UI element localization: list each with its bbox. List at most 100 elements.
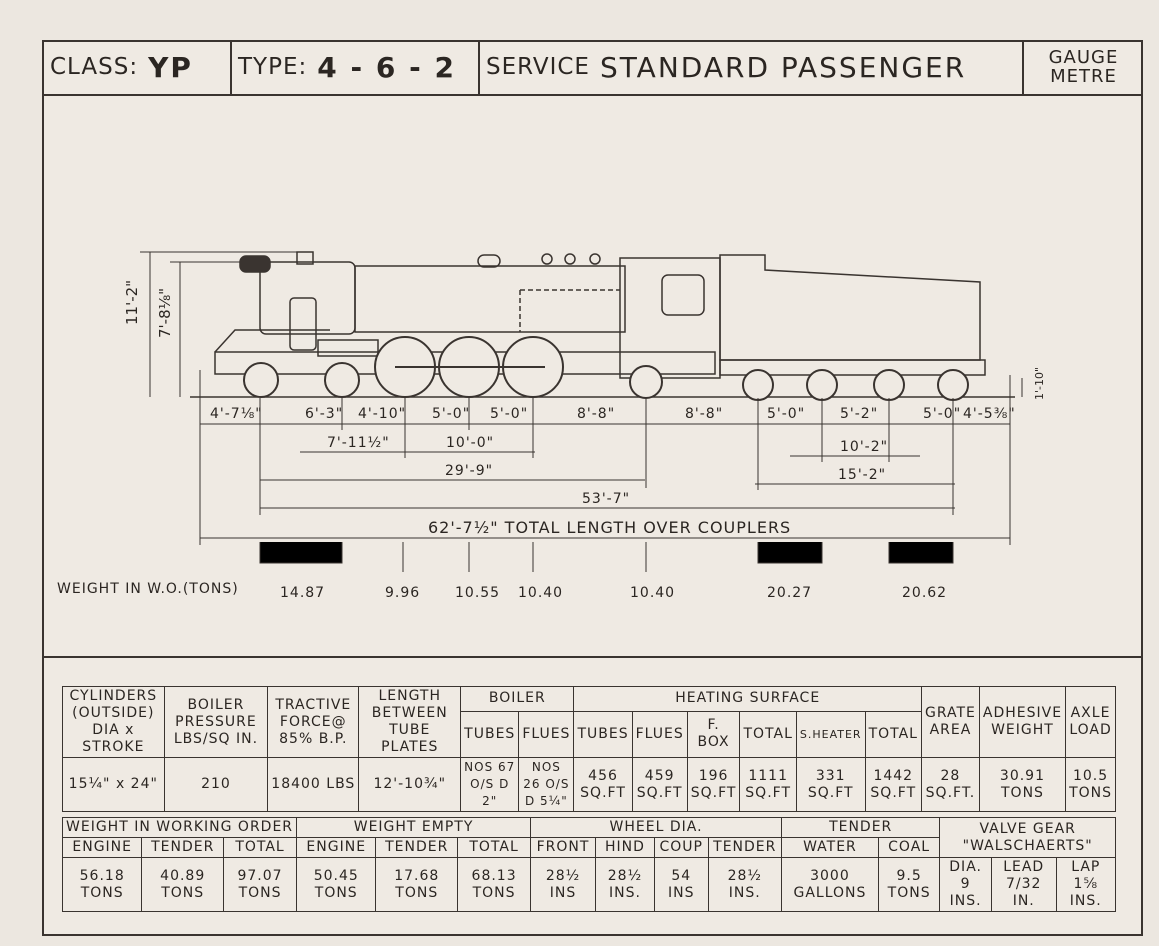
we-engine-value: 50.45 TONS <box>296 857 377 912</box>
weight-value: 20.62 <box>902 585 947 601</box>
tender-body <box>719 254 981 361</box>
bogie-wheel <box>243 362 279 398</box>
boiler-spec-table: CYLINDERS (OUTSIDE) DIA x STROKE BOILER … <box>62 686 1116 812</box>
boiler-barrel <box>354 265 626 333</box>
axle-load-value: 10.5 TONS <box>1065 757 1116 812</box>
hs-grand-total-value: 1442 SQ.FT <box>864 757 922 812</box>
cylinders-value: 15¼" x 24" <box>62 757 165 812</box>
boiler-flues-value: NOS 26 O/S D 5¼" <box>518 757 575 812</box>
we-engine-header: ENGINE <box>296 837 377 858</box>
boiler-tubes-header: TUBES <box>460 710 520 759</box>
service-cell: SERVICE STANDARD PASSENGER <box>480 40 1022 96</box>
valve-lead-header: LEAD <box>1003 859 1045 875</box>
grate-area-value: 28 SQ.FT. <box>920 757 980 812</box>
gauge-line1: GAUGE <box>1048 47 1119 68</box>
cab-window <box>661 274 705 316</box>
valve-dia-cell: DIA.9 INS. <box>939 857 992 912</box>
hs-grand-total-header: TOTAL <box>864 710 922 759</box>
safety-valve <box>541 253 553 265</box>
length-tube-plates-value: 12'-10¾" <box>358 757 462 812</box>
slide-bar <box>317 339 379 357</box>
tender-water-value: 3000 GALLONS <box>780 857 879 912</box>
header-divider <box>478 40 480 96</box>
dim-text: 5'-0" <box>923 406 961 422</box>
dim-text: 8'-8" <box>577 406 615 422</box>
wwo-tender-value: 40.89 TONS <box>141 857 225 912</box>
wheel-coupled-header: COUP <box>653 837 709 858</box>
wheel-coupled-value: 54 INS <box>653 857 709 912</box>
gauge-cell: GAUGE METRE <box>1024 40 1143 96</box>
hs-superheater-value: 331 SQ.FT <box>795 757 866 812</box>
safety-valve <box>589 253 601 265</box>
height-total-text: 11'-2" <box>123 280 141 325</box>
weight-value: 10.55 <box>455 585 500 601</box>
boiler-pressure-header: BOILER PRESSURE LBS/SQ IN. <box>163 686 269 758</box>
weight-value: 10.40 <box>518 585 563 601</box>
hs-firebox-value: 196 SQ.FT <box>686 757 741 812</box>
dim-text: 53'-7" <box>582 491 630 507</box>
tender-coal-header: COAL <box>877 837 941 858</box>
locomotive-elevation-drawing: 11'-2" 7'-8⅛" 1'-10" 4'-7⅛" 6'-3" 4' <box>57 251 1046 601</box>
weight-value: 14.87 <box>280 585 325 601</box>
dim-text: 29'-9" <box>445 463 493 479</box>
dim-text: 10'-2" <box>840 439 888 455</box>
class-value: YP <box>148 50 193 84</box>
front-running-board <box>214 329 330 353</box>
tractive-force-header: TRACTIVE FORCE@ 85% B.P. <box>267 686 360 758</box>
wheel-tender-header: TENDER <box>707 837 782 858</box>
length-tube-plates-header: LENGTH BETWEEN TUBE PLATES <box>358 686 462 758</box>
boiler-tubes-value: NOS 67 O/S D 2" <box>460 757 520 812</box>
wwo-total-value: 97.07 TONS <box>223 857 298 912</box>
dim-text: 5'-0" <box>767 406 805 422</box>
wheel-hind-value: 28½ INS. <box>595 857 655 912</box>
hs-tubes-header: TUBES <box>573 710 633 759</box>
tender-wheel <box>742 369 774 401</box>
safety-valve <box>564 253 576 265</box>
cylinders-header: CYLINDERS (OUTSIDE) DIA x STROKE <box>62 686 165 758</box>
tender-wheel <box>806 369 838 401</box>
dim-text: 8'-8" <box>685 406 723 422</box>
type-label: TYPE: <box>238 54 308 80</box>
hs-firebox-header: F. BOX <box>686 710 741 759</box>
wwo-engine-header: ENGINE <box>61 837 143 858</box>
boiler-header: BOILER <box>460 686 575 712</box>
dim-text: 4'-7⅛" <box>210 406 263 422</box>
we-total-header: TOTAL <box>457 837 532 858</box>
adhesive-weight-value: 30.91 TONS <box>978 757 1067 812</box>
we-tender-value: 17.68 TONS <box>375 857 459 912</box>
hs-superheater-header: S.HEATER <box>795 710 866 759</box>
wheel-hind-header: HIND <box>595 837 655 858</box>
wwo-engine-value: 56.18 TONS <box>61 857 143 912</box>
class-cell: CLASS: YP <box>44 40 230 96</box>
wwo-total-header: TOTAL <box>223 837 298 858</box>
weight-value: 10.40 <box>630 585 675 601</box>
dim-text: 4'-10" <box>358 406 406 422</box>
tender-wheel <box>873 369 905 401</box>
class-label: CLASS: <box>50 54 139 80</box>
type-cell: TYPE: 4 - 6 - 2 <box>232 40 478 96</box>
height-boiler-text: 7'-8⅛" <box>156 288 174 338</box>
valve-lap-header: LAP <box>1071 859 1101 875</box>
weight-bracket <box>757 542 823 564</box>
dim-text: 7'-11½" <box>327 435 390 451</box>
service-value: STANDARD PASSENGER <box>599 50 967 84</box>
dim-text: 10'-0" <box>446 435 494 451</box>
cab <box>619 257 721 379</box>
hs-tubes-value: 456 SQ.FT <box>573 757 633 812</box>
wheel-front-header: FRONT <box>530 837 596 858</box>
we-tender-header: TENDER <box>375 837 459 858</box>
steam-dome <box>477 254 501 268</box>
tractive-force-value: 18400 LBS <box>267 757 360 812</box>
dim-text-total: 62'-7½" TOTAL LENGTH OVER COUPLERS <box>428 518 791 537</box>
weight-value: 9.96 <box>385 585 420 601</box>
hs-total-value: 1111 SQ.FT <box>739 757 797 812</box>
service-label: SERVICE <box>486 54 590 80</box>
buffer-height-text: 1'-10" <box>1033 367 1046 400</box>
bogie-wheel <box>324 362 360 398</box>
type-value: 4 - 6 - 2 <box>317 50 456 84</box>
boiler-pressure-value: 210 <box>163 757 269 812</box>
section-divider <box>42 656 1143 658</box>
weight-working-order-header: WEIGHT IN WORKING ORDER <box>61 817 298 838</box>
